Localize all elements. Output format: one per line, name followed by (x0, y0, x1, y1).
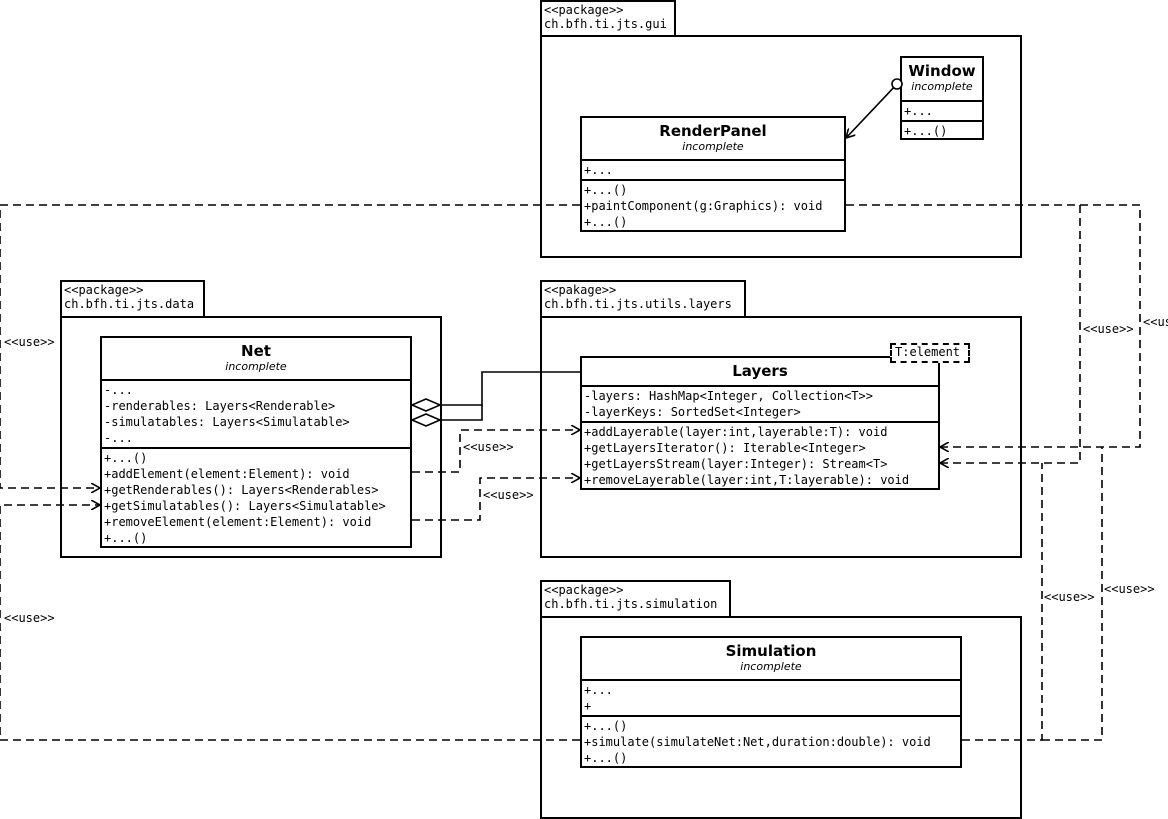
package-name: ch.bfh.ti.jts.gui (544, 17, 667, 31)
class-render-panel: RenderPanel incomplete +... +...() +pain… (580, 116, 846, 232)
class-layers: Layers -layers: HashMap<Integer, Collect… (580, 356, 940, 490)
class-attributes: +... (902, 102, 982, 120)
operation: +...() (104, 531, 148, 545)
class-header: Net incomplete (102, 338, 410, 381)
dependency-label: <<use>> (1044, 590, 1095, 604)
package-name: ch.bfh.ti.jts.simulation (544, 597, 718, 611)
dependency-label: <<use>> (4, 335, 55, 349)
class-operations: +...() +addElement(element:Element): voi… (102, 447, 410, 547)
dependency-label: <<use>> (463, 440, 514, 454)
dependency-label: <<use>> (4, 611, 55, 625)
aggregation-simulatables (440, 405, 483, 421)
attribute: -... (104, 431, 133, 445)
package-name: ch.bfh.ti.jts.data (64, 297, 195, 311)
template-parameter: T:element (890, 343, 970, 363)
class-operations: +addLayerable(layer:int,layerable:T): vo… (582, 421, 938, 489)
class-simulation: Simulation incomplete +... + +...() +sim… (580, 636, 962, 768)
operation: +paintComponent(g:Graphics): void (584, 199, 823, 213)
class-stereotype: incomplete (911, 80, 973, 93)
operation: +...() (584, 751, 628, 765)
class-header: Window incomplete (902, 58, 982, 102)
attribute: +... (904, 104, 933, 118)
operation: +getLayersStream(layer:Integer): Stream<… (584, 457, 888, 471)
attribute: -layerKeys: SortedSet<Integer> (584, 405, 801, 419)
class-stereotype: incomplete (682, 140, 744, 153)
operation: +...() (904, 124, 948, 138)
package-name: ch.bfh.ti.jts.utils.layers (544, 297, 732, 311)
class-operations: +...() +simulate(simulateNet:Net,duratio… (582, 715, 960, 767)
package-stereotype: <<pakage>> (544, 283, 617, 297)
operation: +getSimulatables(): Layers<Simulatable> (104, 499, 386, 513)
dependency-label: <<us (1143, 316, 1168, 329)
class-attributes: +... + (582, 681, 960, 715)
attribute: +... (584, 163, 613, 177)
attribute: -renderables: Layers<Renderable> (104, 399, 336, 413)
package-stereotype: <<package>> (544, 583, 624, 597)
operation: +removeLayerable(layer:int,T:layerable):… (584, 473, 910, 487)
class-attributes: +... (582, 161, 844, 179)
operation: +...() (584, 215, 628, 229)
operation: +getRenderables(): Layers<Renderables> (104, 483, 379, 497)
package-stereotype: <<package>> (544, 3, 624, 17)
attribute: -layers: HashMap<Integer, Collection<T>> (584, 389, 873, 403)
attribute: -simulatables: Layers<Simulatable> (104, 415, 350, 429)
dependency-label: <<use>> (1104, 582, 1155, 596)
package-tab-layers: <<pakage>> ch.bfh.ti.jts.utils.layers (540, 280, 746, 318)
class-operations: +...() +paintComponent(g:Graphics): void… (582, 179, 844, 231)
class-net: Net incomplete -... -renderables: Layers… (100, 336, 412, 548)
class-attributes: -... -renderables: Layers<Renderable> -s… (102, 381, 410, 447)
class-name: RenderPanel (659, 122, 767, 140)
attribute: +... (584, 683, 613, 697)
class-window: Window incomplete +... +...() (900, 56, 984, 140)
operation: +...() (584, 183, 628, 197)
class-name: Layers (732, 362, 788, 380)
class-stereotype: incomplete (225, 360, 287, 373)
class-operations: +...() (902, 120, 982, 140)
operation: +...() (584, 719, 628, 733)
class-name: Window (908, 62, 976, 80)
operation: +...() (104, 451, 148, 465)
class-name: Net (241, 342, 271, 360)
class-header: RenderPanel incomplete (582, 118, 844, 161)
package-stereotype: <<package>> (64, 283, 144, 297)
operation: +getLayersIterator(): Iterable<Integer> (584, 441, 866, 455)
class-header: Layers (582, 358, 938, 387)
attribute: -... (104, 383, 133, 397)
attribute: + (584, 699, 592, 713)
class-stereotype: incomplete (740, 660, 802, 673)
class-attributes: -layers: HashMap<Integer, Collection<T>>… (582, 387, 938, 421)
package-tab-simulation: <<package>> ch.bfh.ti.jts.simulation (540, 580, 731, 618)
operation: +addElement(element:Element): void (104, 467, 350, 481)
operation: +removeElement(element:Element): void (104, 515, 372, 529)
operation: +simulate(simulateNet:Net,duration:doubl… (584, 735, 931, 749)
operation: +addLayerable(layer:int,layerable:T): vo… (584, 425, 888, 439)
dependency-label: <<use>> (483, 488, 534, 502)
dependency-label: <<use>> (1083, 322, 1134, 336)
package-tab-gui: <<package>> ch.bfh.ti.jts.gui (540, 0, 676, 37)
class-header: Simulation incomplete (582, 638, 960, 681)
package-tab-data: <<package>> ch.bfh.ti.jts.data (60, 280, 205, 318)
class-name: Simulation (725, 642, 817, 660)
